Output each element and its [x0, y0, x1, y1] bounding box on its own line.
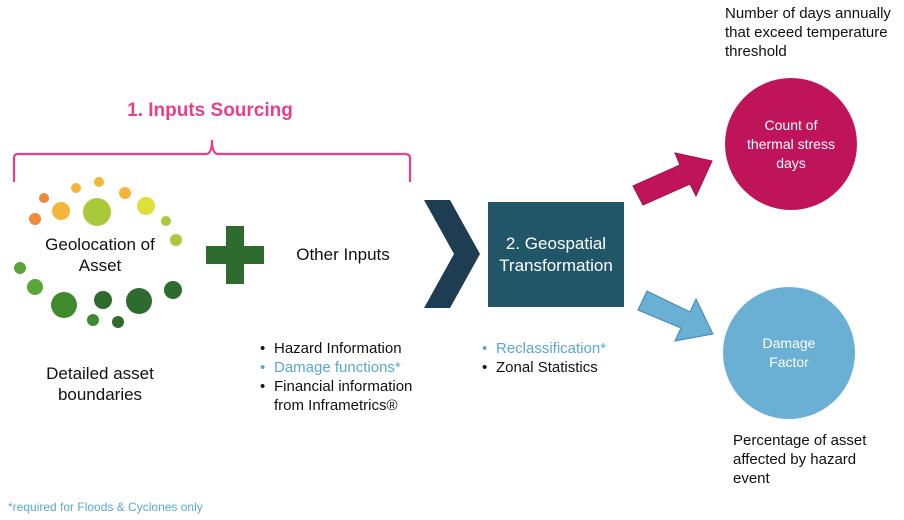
damage-factor-circle: Damage Factor: [723, 287, 855, 419]
detailed-boundaries-label: Detailed asset boundaries: [30, 363, 170, 405]
thermal-circle-label: Count of thermal stress days: [747, 116, 835, 171]
plus-icon: [206, 226, 264, 284]
list-item: Zonal Statistics: [480, 358, 640, 377]
geospatial-transformation-box: 2. Geospatial Transformation: [488, 202, 624, 307]
inputs-sourcing-title: 1. Inputs Sourcing: [127, 100, 293, 121]
list-item: Financial information from Inframetrics®: [258, 377, 438, 415]
list-item: Damage functions*: [258, 358, 438, 377]
geolocation-label: Geolocation of Asset: [30, 234, 170, 276]
thermal-stress-circle: Count of thermal stress days: [725, 78, 857, 210]
detail-label-line2: boundaries: [57, 385, 143, 404]
geospatial-title-line2: Transformation: [499, 255, 613, 275]
geospatial-steps-list: Reclassification* Zonal Statistics: [480, 339, 640, 377]
damage-note: Percentage of asset affected by hazard e…: [733, 432, 867, 487]
geolocation-label-line2: Asset: [78, 256, 122, 275]
list-item: Hazard Information: [258, 339, 438, 358]
detail-label-line1: Detailed asset: [46, 364, 154, 383]
other-inputs-list: Hazard Information Damage functions* Fin…: [258, 339, 438, 415]
damage-circle-label: Damage Factor: [762, 335, 816, 370]
footnote: *required for Floods & Cyclones only: [8, 500, 203, 514]
other-inputs-label: Other Inputs: [296, 245, 390, 264]
chevron-right-icon: [424, 200, 480, 308]
geospatial-title-line1: 2. Geospatial: [505, 233, 607, 253]
list-item: Reclassification*: [480, 339, 640, 358]
thermal-note: Number of days annually that exceed temp…: [725, 5, 891, 60]
geolocation-label-line1: Geolocation of: [45, 235, 155, 254]
